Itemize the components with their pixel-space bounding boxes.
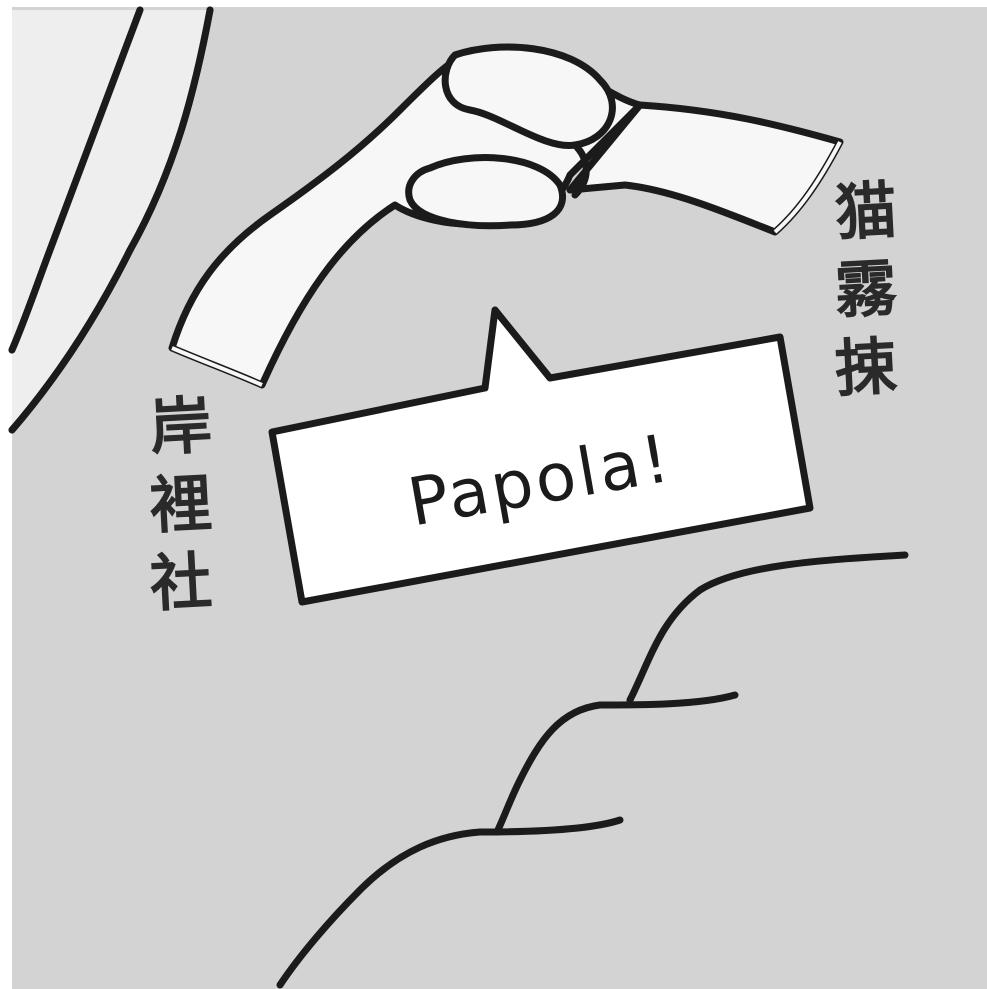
right-name-char-1: 猫: [833, 173, 899, 250]
left-group-name: 岸 裡 社: [148, 388, 214, 622]
shoulder-line-3: [276, 816, 624, 989]
right-name-char-2: 霧: [833, 251, 899, 328]
right-group-name: 猫 霧 捒: [833, 173, 899, 407]
left-name-char-1: 岸: [148, 388, 214, 465]
left-edge-fill-2: [12, 10, 210, 430]
left-name-char-3: 社: [148, 544, 214, 621]
shoulder-line-1: [626, 551, 909, 704]
fist-thumb: [405, 154, 566, 230]
right-name-char-3: 捒: [833, 329, 899, 406]
shoulder-line-2: [493, 691, 739, 836]
fist-top: [441, 43, 616, 149]
body-lines: [276, 551, 909, 989]
left-name-char-2: 裡: [148, 466, 214, 543]
speech-bubble: [268, 306, 814, 606]
